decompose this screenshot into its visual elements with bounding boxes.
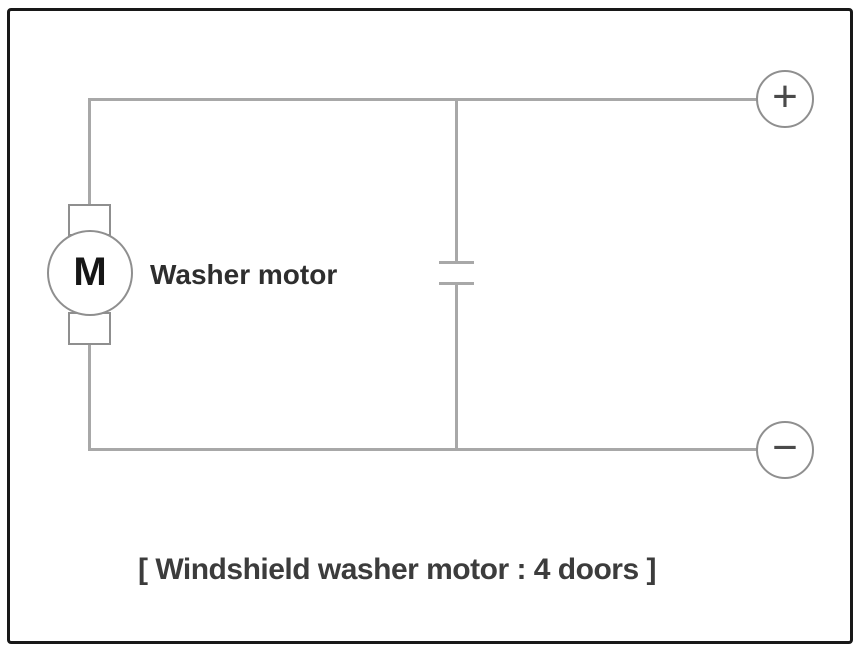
wire-capacitor-lower: [455, 285, 458, 451]
diagram-frame: [7, 8, 853, 644]
wire-left-lower: [88, 343, 91, 451]
diagram-caption: [ Windshield washer motor : 4 doors ]: [138, 553, 656, 586]
motor-symbol-label: M: [73, 250, 107, 294]
minus-sign: −: [772, 423, 798, 472]
motor-label: Washer motor: [150, 259, 338, 290]
wire-capacitor-upper: [455, 98, 458, 261]
motor-circle: M: [47, 230, 133, 316]
wire-bottom: [88, 448, 757, 451]
capacitor-plate-top: [439, 261, 474, 264]
capacitor-plate-bottom: [439, 282, 474, 285]
negative-terminal-icon: −: [756, 421, 814, 479]
positive-terminal-icon: +: [756, 70, 814, 128]
plus-sign: +: [772, 72, 798, 121]
wire-left-upper: [88, 98, 91, 206]
motor-brush-bottom: [68, 312, 111, 345]
wire-top: [88, 98, 757, 101]
